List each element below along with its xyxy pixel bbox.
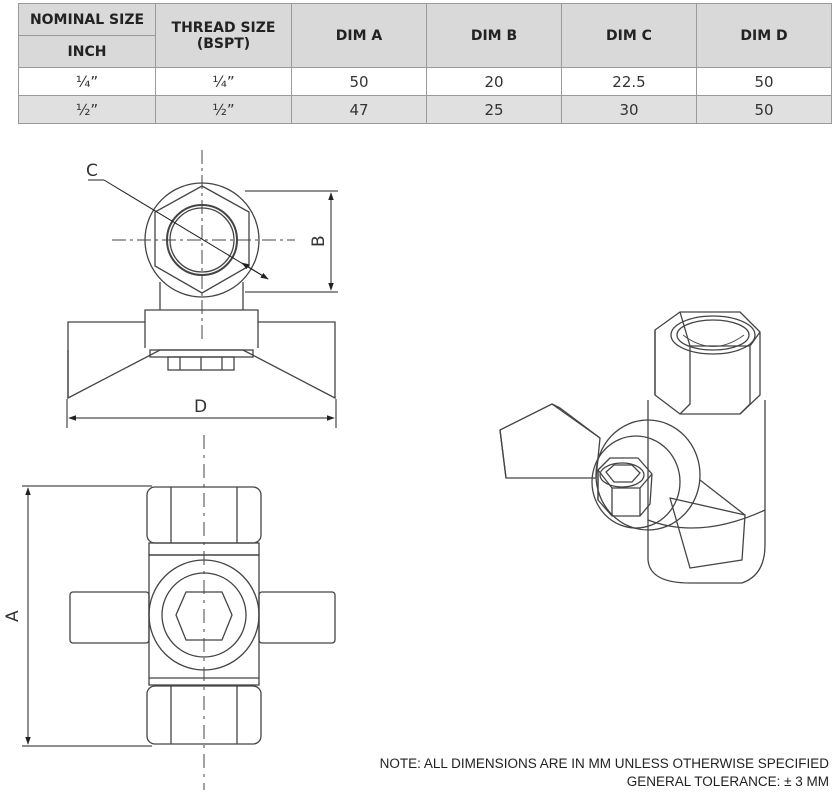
cell-dim-b: 20 bbox=[426, 67, 562, 96]
cell-nominal: ¼” bbox=[18, 67, 156, 96]
cell-thread: ½” bbox=[155, 95, 292, 124]
notes: NOTE: ALL DIMENSIONS ARE IN MM UNLESS OT… bbox=[380, 755, 829, 791]
label-c: C bbox=[86, 161, 98, 181]
table-row: ¼” ¼” 50 20 22.5 50 bbox=[18, 67, 832, 96]
header-inch: INCH bbox=[18, 35, 156, 68]
cell-dim-a: 50 bbox=[291, 67, 427, 96]
front-view bbox=[69, 435, 336, 790]
note-dimensions-unit: NOTE: ALL DIMENSIONS ARE IN MM UNLESS OT… bbox=[379, 756, 829, 771]
note-general-tolerance: GENERAL TOLERANCE: ± 3 MM bbox=[626, 774, 829, 789]
header-dim-c: DIM C bbox=[561, 3, 697, 68]
header-thread-size-label: THREAD SIZE bbox=[171, 19, 276, 36]
label-d: D bbox=[194, 397, 207, 417]
dimension-table: NOMINAL SIZE THREAD SIZE (BSPT) DIM A DI… bbox=[18, 3, 832, 124]
top-view bbox=[67, 150, 336, 400]
header-dim-b: DIM B bbox=[426, 3, 562, 68]
header-nominal-size: NOMINAL SIZE bbox=[18, 3, 156, 36]
header-dim-a: DIM A bbox=[291, 3, 427, 68]
label-b: B bbox=[309, 235, 329, 247]
header-thread-size-unit: (BSPT) bbox=[196, 35, 251, 52]
dimension-d bbox=[66, 399, 337, 428]
table-row: ½” ½” 47 25 30 50 bbox=[18, 95, 832, 124]
dimension-a bbox=[22, 485, 152, 747]
dimension-b bbox=[245, 190, 338, 293]
cell-nominal: ½” bbox=[18, 95, 156, 124]
cell-thread: ¼” bbox=[155, 67, 292, 96]
dimension-c bbox=[88, 179, 269, 280]
cell-dim-d: 50 bbox=[696, 95, 832, 124]
label-a: A bbox=[3, 610, 23, 622]
isometric-view bbox=[499, 311, 766, 584]
cell-dim-a: 47 bbox=[291, 95, 427, 124]
cell-dim-b: 25 bbox=[426, 95, 562, 124]
cell-dim-c: 30 bbox=[561, 95, 697, 124]
